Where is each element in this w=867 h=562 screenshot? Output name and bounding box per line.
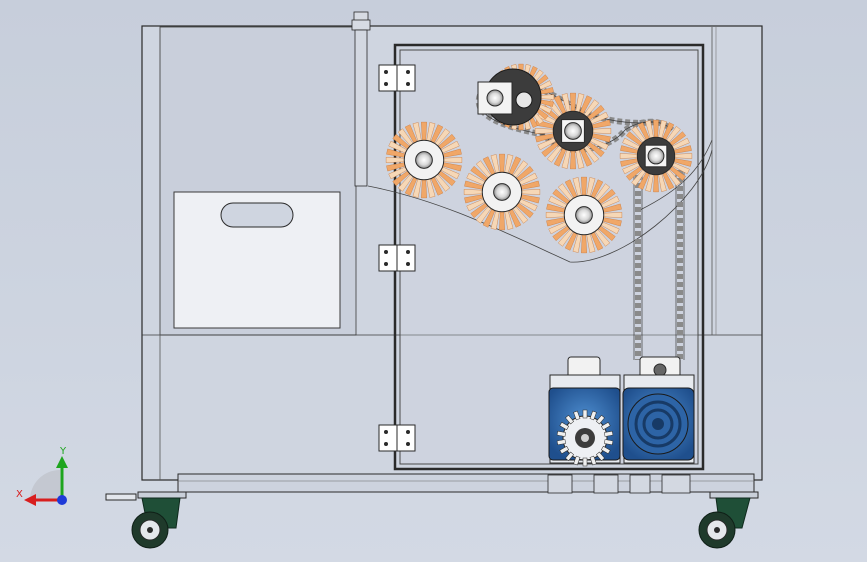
gear-tooth bbox=[559, 445, 570, 455]
motor-icon bbox=[622, 356, 695, 464]
brush-bristle bbox=[673, 153, 693, 159]
brush-bristle bbox=[499, 153, 505, 174]
axis-triad-icon bbox=[24, 456, 68, 506]
y-axis-label: Y bbox=[59, 446, 67, 457]
brush-bristle bbox=[581, 176, 587, 197]
gear-tooth bbox=[582, 409, 588, 419]
gear-tooth bbox=[589, 455, 597, 466]
brush-bristle bbox=[385, 157, 406, 163]
roller-brush-icon bbox=[619, 119, 693, 193]
gear-tooth bbox=[573, 410, 581, 421]
brush-bristle bbox=[581, 233, 587, 254]
side-access-panel bbox=[173, 191, 341, 329]
motor-gear-teeth bbox=[556, 409, 614, 467]
brush-shaft bbox=[575, 206, 593, 224]
gear-tooth bbox=[600, 421, 611, 431]
brush-bristle bbox=[619, 153, 639, 159]
brush-bristle bbox=[421, 121, 427, 142]
x-axis-label: X bbox=[16, 489, 23, 500]
brush-bristle bbox=[520, 189, 541, 195]
gear-tooth bbox=[556, 430, 566, 437]
brush-bristle bbox=[499, 210, 505, 231]
brush-bristle bbox=[534, 128, 555, 134]
brush-bristle bbox=[463, 189, 484, 195]
gear-tooth bbox=[604, 430, 614, 437]
gear-tooth bbox=[600, 445, 611, 455]
caster-wheel-icon bbox=[698, 491, 759, 549]
brush-bristle bbox=[570, 149, 576, 170]
roller-brush-icon bbox=[534, 92, 612, 170]
brush-bristle bbox=[570, 92, 576, 113]
gear-tooth bbox=[559, 421, 570, 431]
gear-tooth bbox=[565, 451, 575, 462]
roller-brush-icon bbox=[463, 153, 541, 231]
brush-bristle bbox=[591, 128, 612, 134]
gear-tooth bbox=[582, 457, 588, 467]
vertical-pipe bbox=[351, 11, 371, 187]
caster-wheel-icon bbox=[105, 491, 187, 549]
motor-icon bbox=[548, 356, 621, 464]
roller-brush-icon bbox=[385, 121, 463, 199]
gear-tooth bbox=[556, 439, 566, 446]
gear-tooth bbox=[589, 410, 597, 421]
brush-bristle bbox=[653, 173, 659, 193]
gear-tooth bbox=[565, 414, 575, 425]
brush-bristle bbox=[602, 212, 623, 218]
hinge-icon bbox=[378, 424, 416, 452]
brush-shaft bbox=[564, 122, 582, 140]
brush-bristle bbox=[545, 212, 566, 218]
brush-bristle bbox=[442, 157, 463, 163]
brush-bristle bbox=[653, 119, 659, 139]
gear-tooth bbox=[595, 451, 605, 462]
gear-tooth bbox=[573, 455, 581, 466]
hinge-icon bbox=[378, 244, 416, 272]
roller-brush-icon bbox=[545, 176, 623, 254]
base-feet bbox=[547, 474, 691, 494]
brush-shaft bbox=[647, 147, 665, 165]
brush-bristle bbox=[421, 178, 427, 199]
gear-tooth bbox=[604, 439, 614, 446]
hinge-icon bbox=[378, 64, 416, 92]
gear-tooth bbox=[595, 414, 605, 425]
brush-shaft bbox=[415, 151, 433, 169]
sprocket-icon bbox=[477, 68, 542, 126]
brush-shaft bbox=[493, 183, 511, 201]
